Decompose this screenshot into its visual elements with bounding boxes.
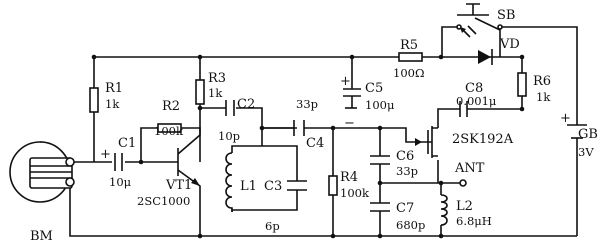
- label-vt1: VT1: [165, 178, 192, 193]
- label-bm: BM: [30, 229, 53, 244]
- inductor-l2: [440, 194, 448, 226]
- label-c5: C5: [365, 81, 383, 96]
- label-c2: C2: [237, 97, 255, 112]
- value-l2: 6.8μH: [456, 214, 492, 228]
- label-c4: C4: [306, 136, 324, 151]
- switch-sb: [456, 3, 503, 30]
- value-c5: 100μ: [365, 98, 395, 112]
- label-r4: R4: [340, 170, 358, 185]
- label-sb: SB: [497, 8, 515, 23]
- label-c7: C7: [396, 201, 414, 216]
- antenna-terminal: [459, 179, 467, 187]
- value-gb: 3V: [578, 145, 594, 159]
- part-vt1: 2SC1000: [137, 194, 190, 208]
- capacitor-c1: [114, 153, 123, 171]
- label-ant: ANT: [454, 161, 485, 176]
- label-c3: C3: [264, 179, 282, 194]
- value-r4: 100k: [340, 186, 370, 200]
- inductor-l1: [225, 152, 233, 212]
- value-r2: 100k: [154, 124, 184, 138]
- label-l1: L1: [240, 179, 257, 194]
- label-c1: C1: [118, 136, 136, 151]
- minus-c5: −: [344, 116, 355, 131]
- plus-c5: +: [340, 74, 351, 89]
- label-r5: R5: [400, 38, 418, 53]
- capacitor-c6: [370, 155, 390, 165]
- diode-vd: [460, 25, 493, 65]
- fet-2sk192a: [415, 126, 438, 158]
- value-r1: 1k: [105, 97, 120, 111]
- label-r1: R1: [105, 81, 123, 96]
- resistor-r2: [157, 123, 182, 133]
- label-gb: GB: [578, 127, 598, 142]
- resistor-r5: [398, 52, 423, 62]
- label-c6: C6: [396, 149, 414, 164]
- label-vd: VD: [499, 37, 520, 52]
- junction-dots: [91, 54, 525, 239]
- value-c1: 10μ: [109, 175, 132, 189]
- capacitor-c7: [370, 202, 390, 212]
- resistor-r6: [517, 72, 527, 97]
- resistor-r4: [328, 175, 338, 196]
- value-c8: 0.001μ: [456, 94, 497, 108]
- label-l2: L2: [456, 199, 473, 214]
- label-r6: R6: [533, 74, 551, 89]
- value-r5: 100Ω: [393, 66, 425, 80]
- value-r6: 1k: [536, 90, 551, 104]
- plus-c1: +: [100, 147, 111, 162]
- label-fet: 2SK192A: [452, 132, 514, 147]
- value-r3: 1k: [208, 86, 223, 100]
- label-r3: R3: [208, 71, 226, 86]
- value-c7: 680p: [396, 218, 425, 232]
- battery-gb: [567, 124, 587, 139]
- value-c2: 10p: [218, 129, 240, 143]
- label-r2: R2: [162, 99, 180, 114]
- resistor-r3: [195, 79, 205, 105]
- plus-gb: +: [560, 111, 571, 126]
- microphone-bm: [9, 141, 75, 203]
- capacitor-c8: [459, 101, 468, 117]
- value-c3: 6p: [265, 219, 280, 233]
- capacitor-c2: [225, 100, 235, 116]
- transistor-vt1: [141, 128, 201, 196]
- label-c8: C8: [465, 81, 483, 96]
- capacitor-c4: [293, 120, 305, 136]
- value-c6: 33p: [396, 164, 418, 178]
- capacitor-c5: [343, 88, 361, 109]
- capacitor-c3: [287, 180, 307, 191]
- label-c4-value: 33p: [296, 97, 318, 111]
- resistor-r1: [89, 87, 99, 113]
